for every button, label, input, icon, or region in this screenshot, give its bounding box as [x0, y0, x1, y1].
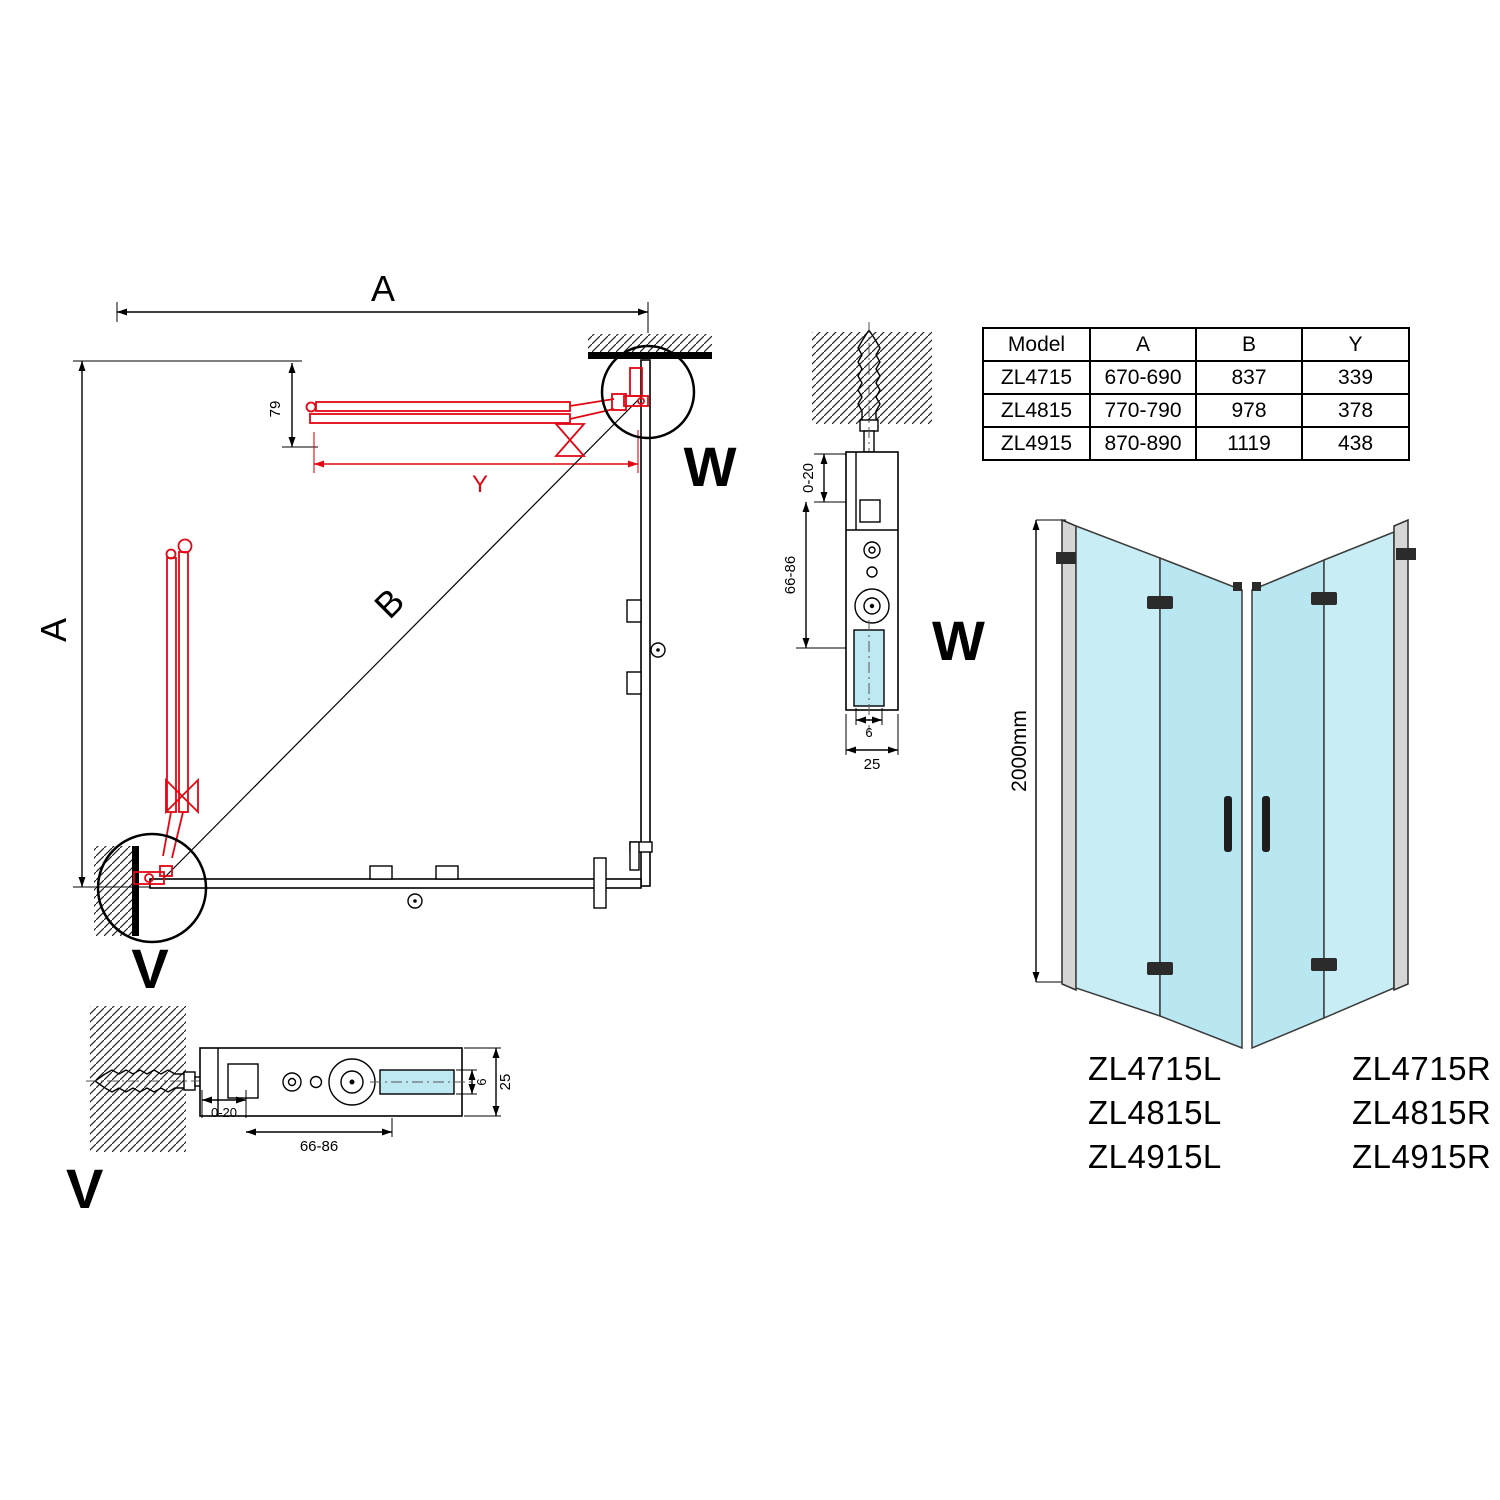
- table-row: ZL4815 770-790 978 378: [982, 393, 1410, 428]
- table-cell-model: ZL4815: [982, 393, 1091, 428]
- dim-label-wall-adjust-w: 0-20: [800, 463, 817, 493]
- hinge: [1147, 962, 1173, 975]
- table-header-a: A: [1089, 327, 1197, 362]
- table-cell-a: 670-690: [1089, 360, 1197, 395]
- dim-label-glass-thickness-v: 6: [474, 1078, 489, 1085]
- wall-face: [132, 846, 139, 936]
- model-code-left-3: ZL4915L: [1088, 1138, 1222, 1175]
- dimension-glass-thickness-v: 6: [456, 1069, 489, 1095]
- hinge: [1311, 592, 1337, 605]
- wall-bracket: [1056, 552, 1076, 564]
- detail-circle-v: [96, 832, 208, 944]
- dim-label-profile-width-v: 25: [497, 1074, 514, 1091]
- table-cell-a: 870-890: [1089, 426, 1197, 461]
- detail-w-title: W: [932, 609, 985, 672]
- table-header-model: Model: [982, 327, 1091, 362]
- wall-face: [588, 352, 712, 359]
- wall-profile-section: [199, 1047, 474, 1117]
- dimension-glass-thickness-w: 6: [855, 708, 883, 740]
- dim-label-door-y: Y: [472, 471, 488, 498]
- dimension-profile-width-w: 25: [845, 714, 899, 773]
- dimension-diagonal-b: B: [158, 392, 646, 884]
- left-frame: [1061, 518, 1077, 992]
- table-row: ZL4915 870-890 1119 438: [982, 426, 1410, 461]
- dimension-wall-adjust-w: 0-20: [800, 453, 846, 503]
- hinge: [1147, 596, 1173, 609]
- height-dimension: 2000mm: [1008, 519, 1066, 983]
- table-row: ZL4715 670-690 837 339: [982, 360, 1410, 395]
- table-cell-y: 438: [1301, 426, 1410, 461]
- dim-label-offset-79: 79: [267, 401, 284, 418]
- detail-v-title: V: [66, 1157, 103, 1220]
- dim-label-width-a: A: [371, 268, 395, 309]
- table-cell-b: 978: [1195, 393, 1303, 428]
- detail-marker-w-label: W: [684, 435, 737, 498]
- corner-bracket-top: [623, 367, 649, 407]
- wall-hatch: [94, 846, 132, 936]
- right-wall-profile: [626, 359, 666, 887]
- top-cap: [1233, 582, 1242, 591]
- wall-bottom-left: [94, 846, 139, 936]
- wall-profile-section: [845, 451, 899, 732]
- dimension-wall-adjust-v: 0-20: [201, 1090, 247, 1120]
- corner-bracket-bottom: [133, 865, 173, 885]
- door-left-plan: [162, 538, 199, 859]
- dim-label-profile-range-v: 66-86: [300, 1138, 338, 1155]
- wall-hatch: [588, 334, 712, 352]
- wall-hatch: [812, 332, 932, 424]
- dim-label-depth-a: A: [33, 618, 74, 642]
- dimension-depth-a: A: [33, 360, 302, 888]
- door-handle: [1224, 796, 1232, 852]
- table-header-row: Model A B Y: [982, 327, 1410, 362]
- bottom-wall-profile: [149, 841, 653, 909]
- dim-label-profile-width-w: 25: [864, 756, 881, 773]
- spec-table: Model A B Y ZL4715 670-690 837 339 ZL481…: [982, 327, 1410, 461]
- table-cell-y: 339: [1301, 360, 1410, 395]
- model-code-right-3: ZL4915R: [1352, 1138, 1492, 1175]
- glass-fold-symbol: [554, 423, 586, 457]
- table-cell-model: ZL4915: [982, 426, 1091, 461]
- model-code-left-2: ZL4815L: [1088, 1094, 1222, 1131]
- model-code-right-1: ZL4715R: [1352, 1050, 1492, 1087]
- detail-marker-v-label: V: [131, 937, 168, 1000]
- dimension-profile-range-v: 66-86: [246, 1118, 393, 1155]
- dim-label-height: 2000mm: [1008, 710, 1031, 792]
- table-cell-b: 837: [1195, 360, 1303, 395]
- right-frame: [1393, 518, 1409, 992]
- model-code-right-2: ZL4815R: [1352, 1094, 1492, 1131]
- door-top-plan: [305, 393, 627, 457]
- dimension-profile-width-v: 25: [464, 1047, 514, 1117]
- detail-view-w: 0-20 66-86 6 25 W: [782, 322, 985, 773]
- hinge: [1311, 958, 1337, 971]
- table-header-y: Y: [1301, 327, 1410, 362]
- plan-view: A A 79 Y B: [33, 268, 737, 1000]
- dimension-door-y: Y: [313, 430, 639, 498]
- table-cell-b: 1119: [1195, 426, 1303, 461]
- top-cap: [1252, 582, 1261, 591]
- table-cell-a: 770-790: [1089, 393, 1197, 428]
- wall-bracket: [1396, 548, 1416, 560]
- dim-label-wall-adjust-v: 0-20: [211, 1105, 237, 1120]
- dim-label-profile-range-w: 66-86: [782, 556, 799, 594]
- table-cell-model: ZL4715: [982, 360, 1091, 395]
- dimension-offset-79: 79: [267, 363, 318, 448]
- dim-label-glass-thickness-w: 6: [865, 725, 872, 740]
- glass-fold-symbol: [165, 777, 199, 815]
- table-cell-y: 378: [1301, 393, 1410, 428]
- dimension-profile-range-w: 66-86: [782, 502, 846, 649]
- detail-circle-w: [600, 344, 696, 440]
- dim-label-diagonal-b: B: [366, 580, 412, 626]
- table-header-b: B: [1195, 327, 1303, 362]
- dimension-width-a: A: [116, 268, 649, 333]
- detail-view-v: 0-20 66-86 6 25 V: [66, 1006, 514, 1220]
- wall-hatch: [90, 1006, 186, 1152]
- front-view: 2000mm: [1008, 518, 1416, 1050]
- glass-panel-left-inner: [1159, 556, 1243, 1050]
- door-handle: [1262, 796, 1270, 852]
- enclosure: [1056, 518, 1416, 1050]
- wall-top-right: [588, 334, 712, 359]
- model-code-left-1: ZL4715L: [1088, 1050, 1222, 1087]
